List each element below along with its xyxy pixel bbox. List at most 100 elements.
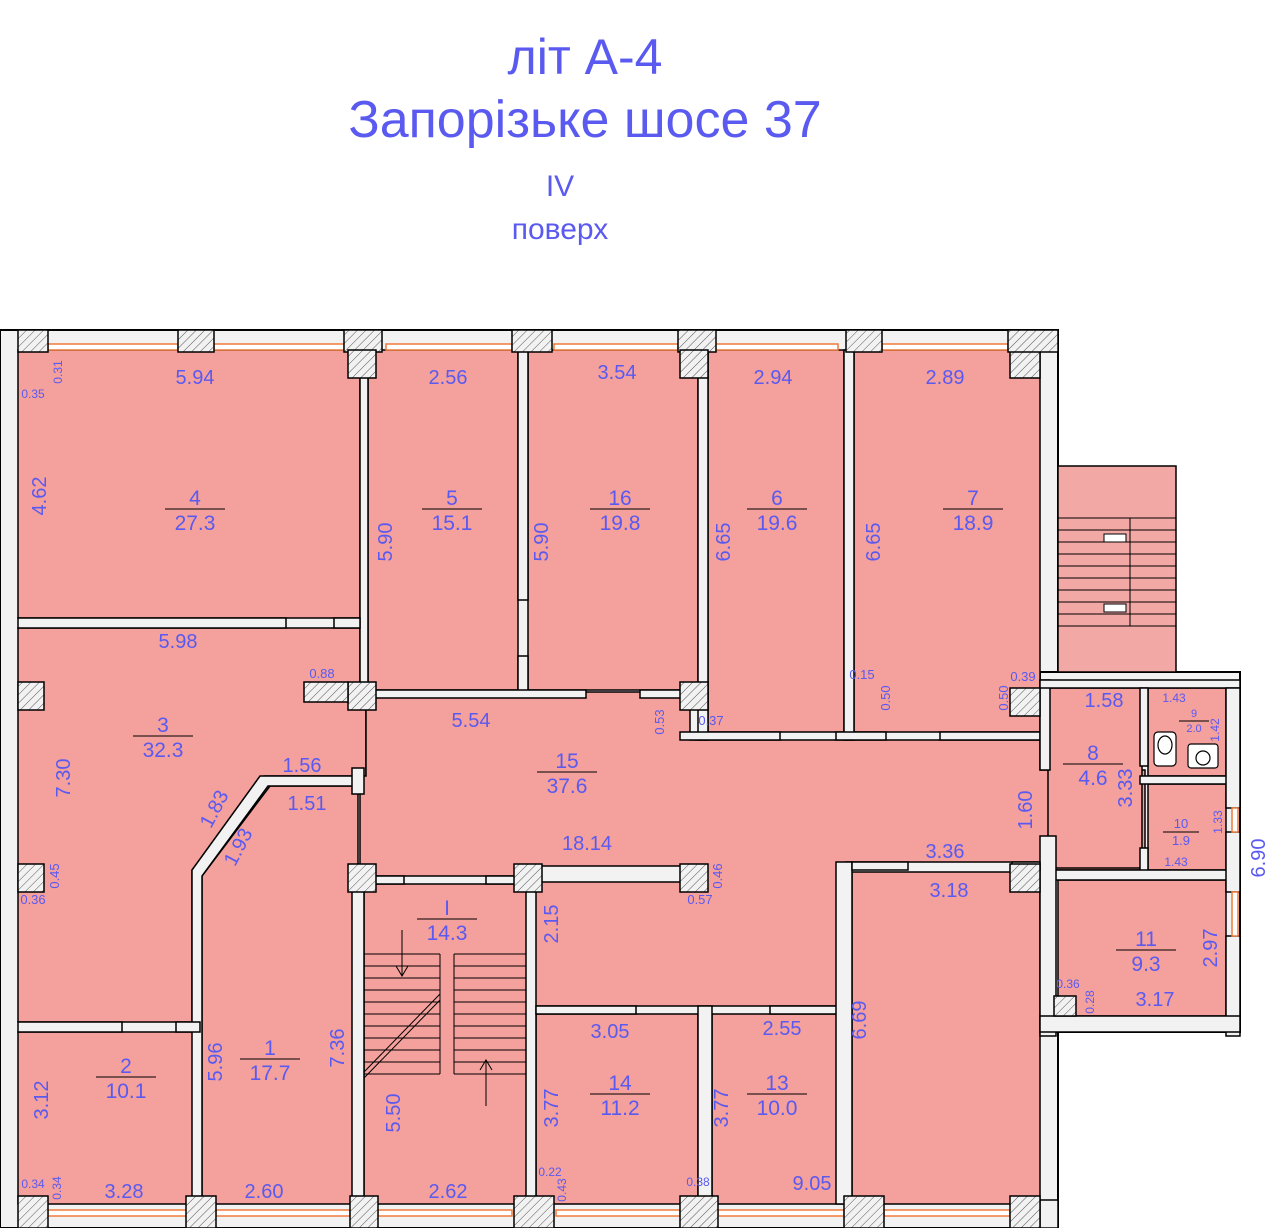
dimension-d-4-62: 4.62 xyxy=(29,477,51,516)
dimension-d-5-50: 5.50 xyxy=(383,1094,405,1133)
dimension-d-3-28: 3.28 xyxy=(105,1181,144,1203)
plan-title-floor-word: поверх xyxy=(511,213,609,246)
dimension-d-3-12: 3.12 xyxy=(31,1081,53,1120)
plan-title-floor-number: IV xyxy=(545,170,575,203)
room-2-area xyxy=(17,1031,195,1205)
dimension-d-5-90b: 5.90 xyxy=(531,523,553,562)
room-area-14: 11.2 xyxy=(600,1097,639,1120)
dimension-d-2-89: 2.89 xyxy=(926,367,965,389)
dimension-d-0-39: 0.39 xyxy=(1010,669,1035,684)
dimension-d-0-35: 0.35 xyxy=(21,387,45,401)
room-number-9: 9 xyxy=(1191,708,1197,720)
room-areas xyxy=(17,349,1227,1205)
dimension-d-5-94: 5.94 xyxy=(176,367,215,389)
dimension-d-0-36a: 0.36 xyxy=(20,892,45,907)
dimension-d-1-58: 1.58 xyxy=(1085,690,1124,712)
room-area-7: 18.9 xyxy=(953,512,994,535)
dimension-d-3-05: 3.05 xyxy=(591,1021,630,1043)
dimension-d-3-77b: 3.77 xyxy=(711,1089,733,1128)
dimension-d-3-18: 3.18 xyxy=(930,880,969,902)
room-number-4: 4 xyxy=(189,487,201,510)
dimension-d-1-56: 1.56 xyxy=(283,755,322,777)
dimension-d-5-96: 5.96 xyxy=(205,1043,227,1082)
room-number-11: 11 xyxy=(1135,928,1157,951)
dimension-d-6-65b: 6.65 xyxy=(863,523,885,562)
dimension-d-5-98: 5.98 xyxy=(159,631,198,653)
room-number-7: 7 xyxy=(967,487,979,510)
room-number-14: 14 xyxy=(608,1072,632,1095)
room-area-11: 9.3 xyxy=(1131,953,1160,976)
internal-staircase xyxy=(363,930,530,1106)
room-number-8: 8 xyxy=(1087,742,1099,765)
dimension-d-0-38: 0.38 xyxy=(686,1175,710,1189)
dimension-d-1-60: 1.60 xyxy=(1015,791,1037,830)
room-area-9: 2.0 xyxy=(1186,723,1201,735)
room-16-area xyxy=(527,349,699,691)
room-11-area xyxy=(1057,879,1227,1017)
dimension-d-0-43: 0.43 xyxy=(555,1178,569,1202)
dimension-d-0-36b: 0.36 xyxy=(1056,977,1080,991)
dimension-d-7-36: 7.36 xyxy=(327,1029,349,1068)
dimension-d-0-50b: 0.50 xyxy=(996,685,1011,710)
plan-title-liter: літ А-4 xyxy=(507,29,663,85)
room-number-16: 16 xyxy=(608,487,631,510)
dimension-d-2-56: 2.56 xyxy=(429,367,468,389)
room-area-15: 37.6 xyxy=(547,775,588,798)
dimension-d-9-05: 9.05 xyxy=(793,1173,832,1195)
dimension-d-6-69: 6.69 xyxy=(849,1001,871,1040)
dimension-d-2-15: 2.15 xyxy=(541,905,563,944)
dimension-d-3-33: 3.33 xyxy=(1115,769,1137,808)
dimension-d-1-33: 1.33 xyxy=(1211,810,1225,834)
room-5-area xyxy=(367,349,519,691)
room-10-area xyxy=(1147,783,1227,871)
sanitary-fixtures xyxy=(1153,731,1219,769)
dimension-d-6-65a: 6.65 xyxy=(713,523,735,562)
room-6-area xyxy=(707,349,845,733)
dimension-labels: 5.940.310.354.622.565.903.545.902.946.65… xyxy=(20,360,1270,1203)
dimension-d-1-51: 1.51 xyxy=(288,793,327,815)
room-number-1: 1 xyxy=(264,1037,276,1060)
ventilation-grille xyxy=(303,681,349,703)
room-12-area xyxy=(851,871,1041,1205)
room-area-16: 19.8 xyxy=(600,512,641,535)
dimension-d-2-60: 2.60 xyxy=(245,1181,284,1203)
dimension-d-0-15: 0.15 xyxy=(849,667,874,682)
room-8-area xyxy=(1047,687,1143,869)
dimension-d-0-57: 0.57 xyxy=(687,892,712,907)
room-number-10: 10 xyxy=(1174,816,1188,831)
room-area-I: 14.3 xyxy=(427,922,468,945)
room-area-6: 19.6 xyxy=(757,512,798,535)
room-number-2: 2 xyxy=(120,1055,132,1078)
dimension-d-3-17: 3.17 xyxy=(1136,989,1175,1011)
room-area-5: 15.1 xyxy=(432,512,473,535)
dimension-d-0-28: 0.28 xyxy=(1083,990,1097,1014)
dimension-d-3-77a: 3.77 xyxy=(541,1089,563,1128)
room-7-area xyxy=(853,349,1041,733)
internal-walls xyxy=(17,349,1241,1228)
dimension-d-0-53: 0.53 xyxy=(652,709,667,734)
dimension-d-7-30: 7.30 xyxy=(53,759,75,798)
room-4-area xyxy=(17,349,361,619)
dimension-d-18-14: 18.14 xyxy=(562,833,612,855)
room-area-13: 10.0 xyxy=(757,1097,798,1120)
room-number-3: 3 xyxy=(157,714,169,737)
room-number-5: 5 xyxy=(446,487,458,510)
dimension-d-0-34a: 0.34 xyxy=(21,1177,45,1191)
room-area-2: 10.1 xyxy=(106,1080,147,1103)
dimension-d-1-43a: 1.43 xyxy=(1162,691,1186,705)
dimension-d-2-94: 2.94 xyxy=(754,367,793,389)
room-number-15: 15 xyxy=(555,750,578,773)
dimension-d-2-55: 2.55 xyxy=(763,1018,802,1040)
room-13-area xyxy=(711,1013,845,1205)
dimension-d-0-37: 0.37 xyxy=(698,713,723,728)
dimension-d-0-45: 0.45 xyxy=(47,863,62,888)
room-number-13: 13 xyxy=(765,1072,788,1095)
room-area-4: 27.3 xyxy=(175,512,216,535)
dimension-d-0-50a: 0.50 xyxy=(878,685,893,710)
dimension-d-3-36: 3.36 xyxy=(926,841,965,863)
external-staircase xyxy=(1057,465,1177,673)
dimension-d-2-62: 2.62 xyxy=(429,1181,468,1203)
dimension-d-6-90: 6.90 xyxy=(1248,839,1270,878)
